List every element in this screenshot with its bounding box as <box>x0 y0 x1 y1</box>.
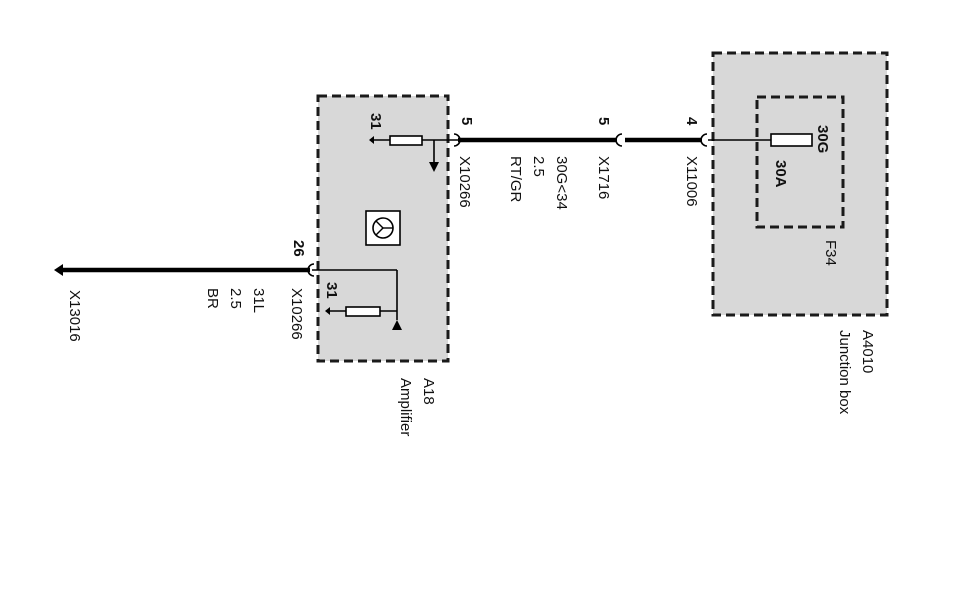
lower-ground-arrow <box>392 320 402 330</box>
ground-wire-color: BR <box>204 288 221 309</box>
fuse-rating-label: 30A <box>772 160 789 188</box>
x13016-terminal <box>54 264 63 276</box>
power-wire-color: RT/GR <box>507 156 524 203</box>
ground-wire-signal: 31L <box>250 288 267 313</box>
fuse-terminal-label: 30G <box>814 125 831 153</box>
pin-4: 4 <box>683 117 700 126</box>
power-wire-signal: 30G<34 <box>553 156 570 210</box>
x10266-lower-connector <box>307 263 315 277</box>
lower-ground-resistor <box>345 306 381 317</box>
junction-box <box>708 51 889 317</box>
amplifier-id: A18 <box>420 378 437 405</box>
amplifier <box>312 94 458 363</box>
x10266-upper-label: X10266 <box>456 156 473 208</box>
fuse-holder-outline <box>755 95 845 229</box>
junction-box-name: Junction box <box>836 330 853 415</box>
amplifier-name: Amplifier <box>397 378 414 436</box>
x11006-connector <box>700 133 708 147</box>
upper-ground-resistor <box>389 135 423 146</box>
upper-ground-arrow <box>429 162 439 172</box>
x13016-label: X13016 <box>66 290 83 342</box>
x11006-label: X11006 <box>683 156 700 207</box>
x1716-label: X1716 <box>595 156 612 199</box>
pin-5-x1716: 5 <box>595 117 612 125</box>
upper-ground-terminal <box>369 136 374 144</box>
ground-upper-pin: 31 <box>367 113 384 130</box>
fuse-element <box>770 133 813 147</box>
ground-lower-pin: 31 <box>323 282 340 299</box>
junction-box-id: A4010 <box>859 330 876 373</box>
x1716-connector <box>615 133 623 147</box>
power-wire-size: 2.5 <box>530 156 547 177</box>
ground-wire-size: 2.5 <box>227 288 244 309</box>
junction-box-outline <box>711 51 889 317</box>
x10266-upper-connector <box>453 133 461 147</box>
amplifier-symbol <box>365 210 401 246</box>
lower-ground-terminal <box>325 307 330 315</box>
pin-5-amp: 5 <box>458 117 475 125</box>
x10266-lower-label: X10266 <box>288 288 305 340</box>
pin-26: 26 <box>290 240 307 257</box>
fuse-id-label: F34 <box>822 240 839 266</box>
